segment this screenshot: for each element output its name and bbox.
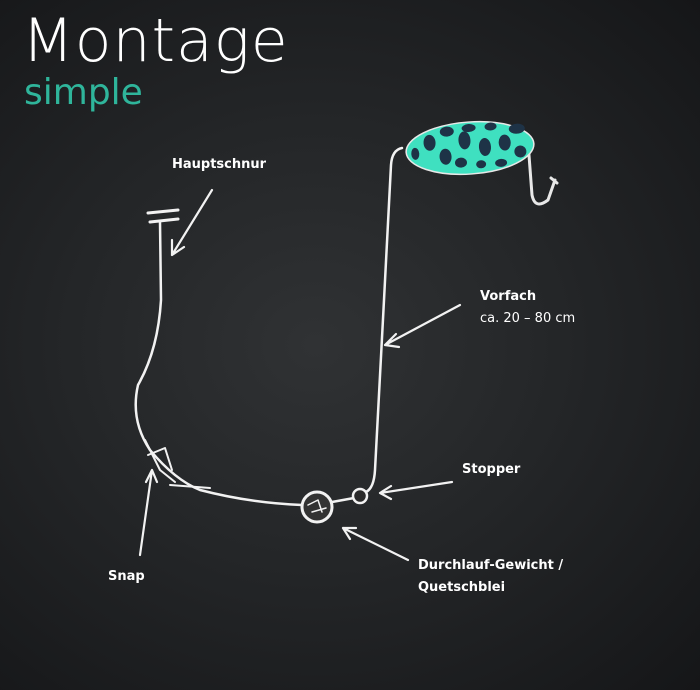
hook xyxy=(526,140,559,206)
spoon-lure xyxy=(405,120,535,176)
title: Montage xyxy=(22,6,289,76)
label-leader: Vorfach xyxy=(480,289,537,304)
subtitle: simple xyxy=(24,72,143,113)
label-weight-alt: Quetschblei xyxy=(418,580,506,595)
label-weight: Durchlauf-Gewicht / xyxy=(418,558,564,573)
main-line xyxy=(134,208,304,507)
arrows xyxy=(138,188,462,562)
label-snap: Snap xyxy=(108,569,145,584)
label-leader-length: ca. 20 – 80 cm xyxy=(480,311,576,326)
stopper-bead xyxy=(351,487,369,505)
sinker-weight xyxy=(300,490,334,524)
label-stopper: Stopper xyxy=(462,462,521,477)
leader-line xyxy=(364,146,404,494)
label-main-line: Hauptschnur xyxy=(172,157,267,172)
snap xyxy=(144,439,211,489)
